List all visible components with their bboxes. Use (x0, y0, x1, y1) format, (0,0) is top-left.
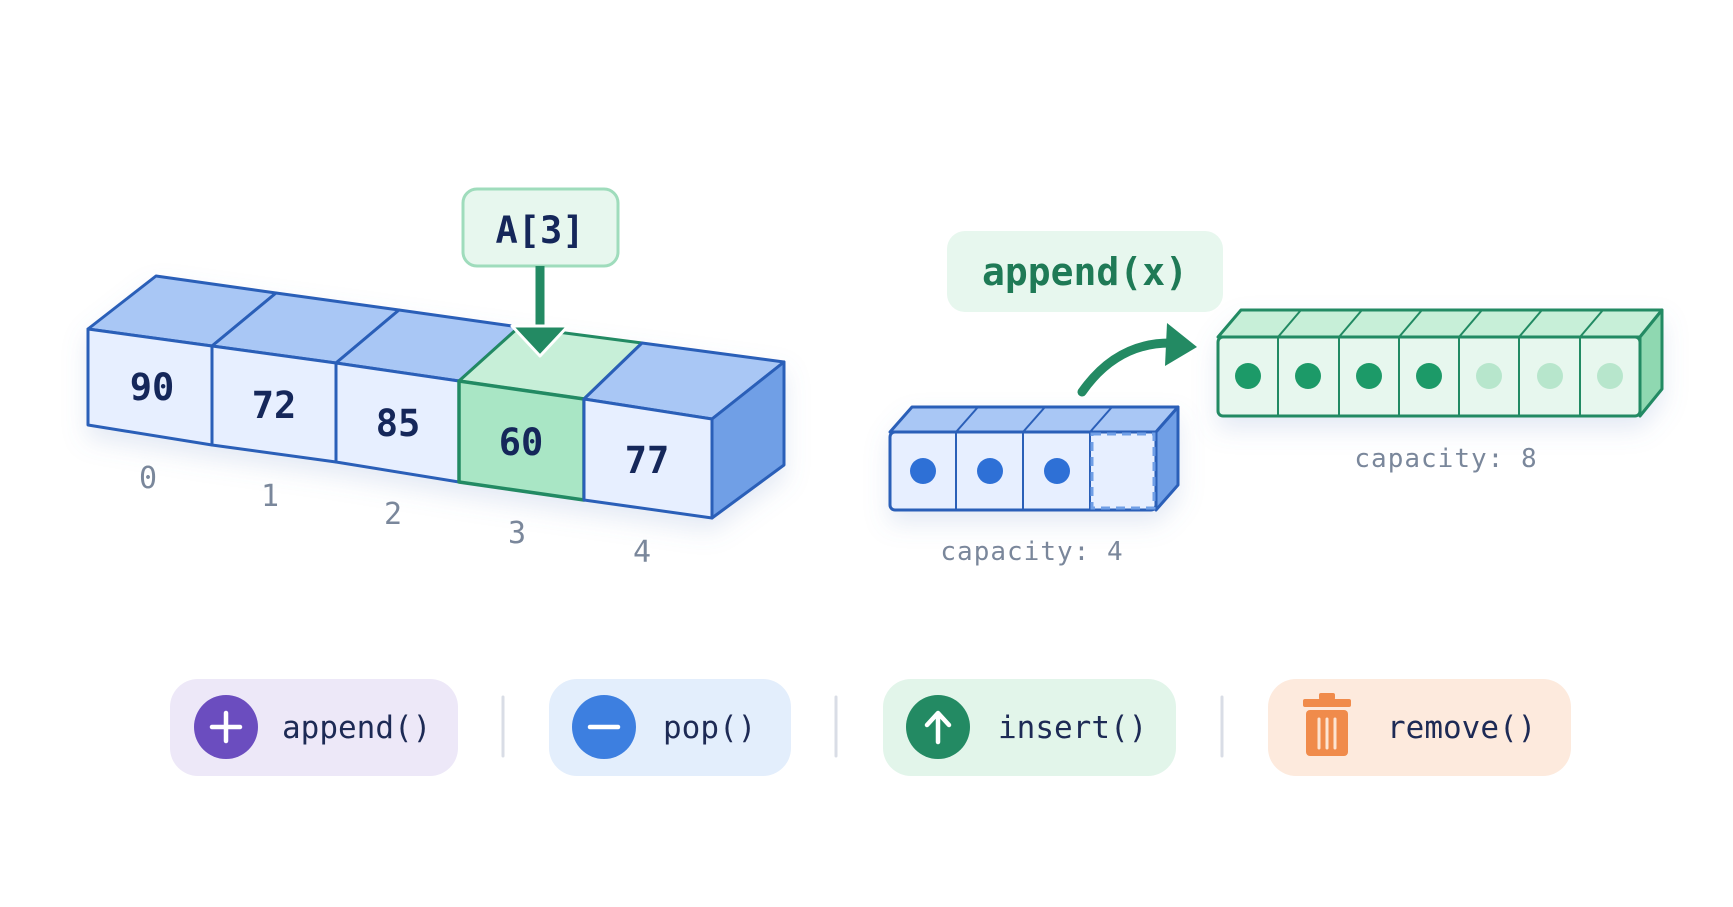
up-arrow-icon-glyph (924, 710, 952, 745)
array-index: 2 (384, 497, 402, 532)
trash-icon (1303, 693, 1351, 756)
filled-slot-dot (1356, 363, 1382, 389)
filled-slot-dot (910, 458, 936, 484)
large-top-divider (1398, 309, 1423, 338)
array-value: 85 (376, 402, 421, 445)
small-top-divider (955, 406, 979, 433)
empty-slot-dot (1476, 363, 1502, 389)
pointer-arrow-head (510, 324, 570, 358)
array-value: 60 (499, 421, 544, 464)
large-top-divider (1579, 309, 1604, 338)
resize-arrow (1077, 338, 1177, 397)
filled-slot-dot (977, 458, 1003, 484)
small-array (888, 405, 1180, 512)
array-value: 77 (625, 439, 670, 482)
pointer-label: A[3] (495, 209, 584, 252)
array-value: 90 (130, 366, 175, 409)
append-button[interactable]: append() (170, 679, 458, 776)
empty-slot-dot (1537, 363, 1563, 389)
remove-button[interactable]: remove() (1268, 679, 1571, 776)
large-top-divider (1518, 309, 1543, 338)
large-top-divider (1277, 309, 1302, 338)
main-array (86, 274, 786, 520)
array-index: 0 (139, 461, 157, 496)
small-top-divider (1022, 406, 1046, 433)
large-top-divider (1458, 309, 1483, 338)
filled-slot-dot (1295, 363, 1321, 389)
empty-slot-dot (1597, 363, 1623, 389)
pop-button-label[interactable]: pop() (663, 710, 756, 746)
remove-button-label[interactable]: remove() (1387, 710, 1536, 746)
large-top-divider (1338, 309, 1363, 338)
append-button-label[interactable]: append() (282, 710, 431, 746)
insert-button-label[interactable]: insert() (998, 710, 1147, 746)
array-cell-4 (582, 397, 714, 520)
resize-arrow-head (1165, 323, 1197, 366)
array-value: 72 (252, 384, 297, 427)
filled-slot-dot (1416, 363, 1442, 389)
resize-illustration: append(x) capacity: 4 (888, 231, 1664, 567)
large-array-top (1216, 308, 1664, 339)
large-array (1216, 308, 1664, 418)
operations-bar: append() pop() insert() (170, 679, 1571, 776)
empty-slot (1090, 432, 1156, 510)
plus-icon-glyph (209, 710, 243, 744)
insert-button[interactable]: insert() (883, 679, 1176, 776)
append-label-box (947, 231, 1223, 312)
append-label: append(x) (982, 250, 1188, 294)
index-pointer: A[3] (461, 187, 620, 358)
filled-slot-dot (1235, 363, 1261, 389)
pop-button[interactable]: pop() (549, 679, 791, 776)
small-top-divider (1089, 406, 1113, 433)
array-index: 3 (508, 516, 526, 551)
small-capacity-label: capacity: 4 (940, 537, 1123, 567)
array-index: 1 (261, 479, 279, 514)
filled-slot-dot (1044, 458, 1070, 484)
large-capacity-label: capacity: 8 (1354, 444, 1537, 474)
array-index: 4 (633, 535, 651, 570)
